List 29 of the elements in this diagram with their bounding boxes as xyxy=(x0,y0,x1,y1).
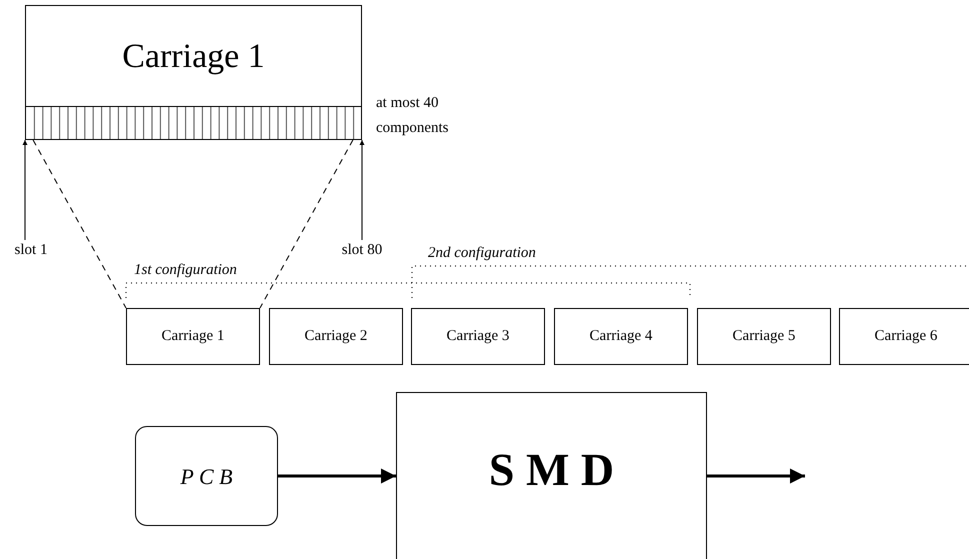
configuration-label: 2nd configuration xyxy=(428,244,536,263)
arrow xyxy=(278,468,396,484)
arrow xyxy=(360,140,364,240)
node-label: Carriage 1 xyxy=(162,327,224,346)
node-label: S M D xyxy=(488,443,614,497)
carriage-box xyxy=(554,308,688,365)
node-label: P C B xyxy=(180,462,233,490)
smd-machine-box xyxy=(396,392,707,559)
node-label: Carriage 3 xyxy=(446,327,510,346)
node-label: Carriage 4 xyxy=(590,327,652,346)
node-label: Carriage 1 xyxy=(122,36,265,76)
pcb-box xyxy=(135,426,278,526)
node-label: slot 1 xyxy=(14,240,48,260)
carriage-box xyxy=(411,308,545,365)
connector-line xyxy=(260,140,354,308)
connector-line xyxy=(32,140,126,308)
arrow xyxy=(22,140,28,240)
carriage-box xyxy=(25,5,362,140)
configuration-label: 1st configuration xyxy=(134,261,237,280)
node-label: Carriage 6 xyxy=(874,327,938,346)
node-label: Carriage 2 xyxy=(304,327,368,346)
node-label: slot 80 xyxy=(342,240,382,260)
carriage-box xyxy=(126,308,260,365)
carriage-box xyxy=(839,308,969,365)
capacity-note: at most 40 components xyxy=(376,94,450,138)
carriage-box xyxy=(269,308,403,365)
carriage-box xyxy=(697,308,831,365)
node-label: Carriage 5 xyxy=(732,327,796,346)
arrow xyxy=(707,468,805,484)
